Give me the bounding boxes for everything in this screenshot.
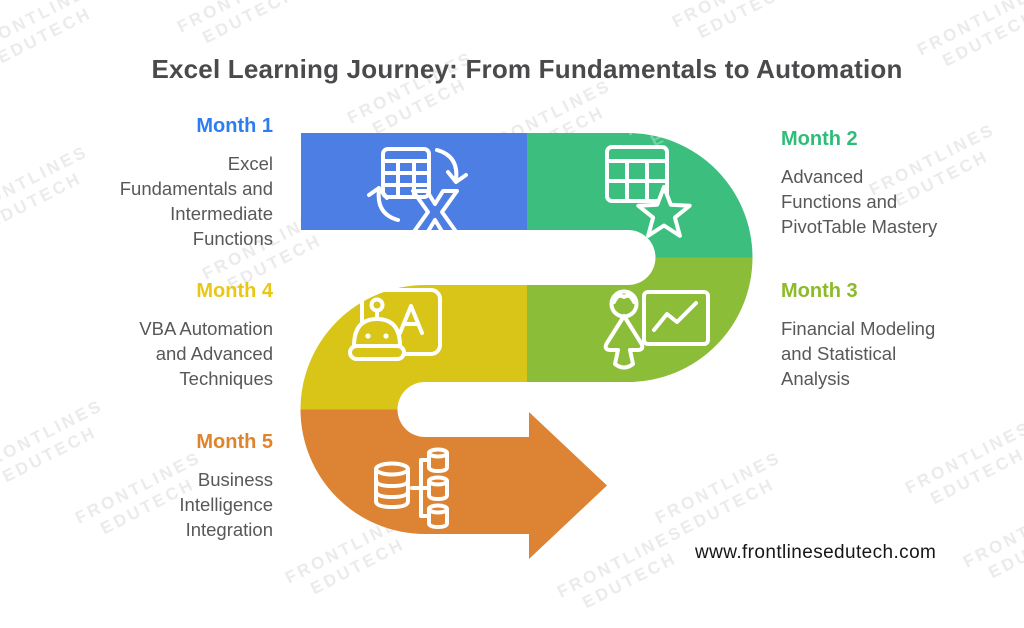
website-url: www.frontlinesedutech.com xyxy=(695,542,937,563)
month-4-description: VBA Automation and Advanced Techniques xyxy=(139,318,273,389)
month-4-label: Month 4 xyxy=(196,280,273,302)
table-star-icon xyxy=(605,145,692,238)
page-title: Excel Learning Journey: From Fundamental… xyxy=(151,54,903,84)
excel-table-sync-icon xyxy=(367,147,468,235)
segment-month-5-arrow xyxy=(300,409,607,559)
segment-month-3 xyxy=(527,257,753,382)
month-3-callout: Month 3 Financial Modeling and Statistic… xyxy=(781,279,1006,391)
month-1-description: Excel Fundamentals and Intermediate Func… xyxy=(119,153,273,249)
segment-month-4 xyxy=(300,285,527,410)
month-5-callout: Month 5 Business Intelligence Integratio… xyxy=(63,430,273,542)
month-2-label: Month 2 xyxy=(781,128,858,150)
month-1-callout: Month 1 Excel Fundamentals and Intermedi… xyxy=(63,114,273,251)
month-5-description: Business Intelligence Integration xyxy=(179,469,273,540)
month-3-label: Month 3 xyxy=(781,280,858,302)
presenter-chart-icon xyxy=(603,289,710,370)
journey-flow-svg xyxy=(300,133,753,559)
database-branch-icon xyxy=(374,447,449,529)
segment-month-2 xyxy=(527,133,753,258)
month-3-description: Financial Modeling and Statistical Analy… xyxy=(781,318,936,389)
month-1-label: Month 1 xyxy=(196,115,273,137)
robot-screen-icon xyxy=(348,288,442,361)
month-2-callout: Month 2 Advanced Functions and PivotTabl… xyxy=(781,127,1006,239)
month-2-description: Advanced Functions and PivotTable Master… xyxy=(781,166,938,237)
month-5-label: Month 5 xyxy=(196,431,273,453)
month-4-callout: Month 4 VBA Automation and Advanced Tech… xyxy=(63,279,273,391)
